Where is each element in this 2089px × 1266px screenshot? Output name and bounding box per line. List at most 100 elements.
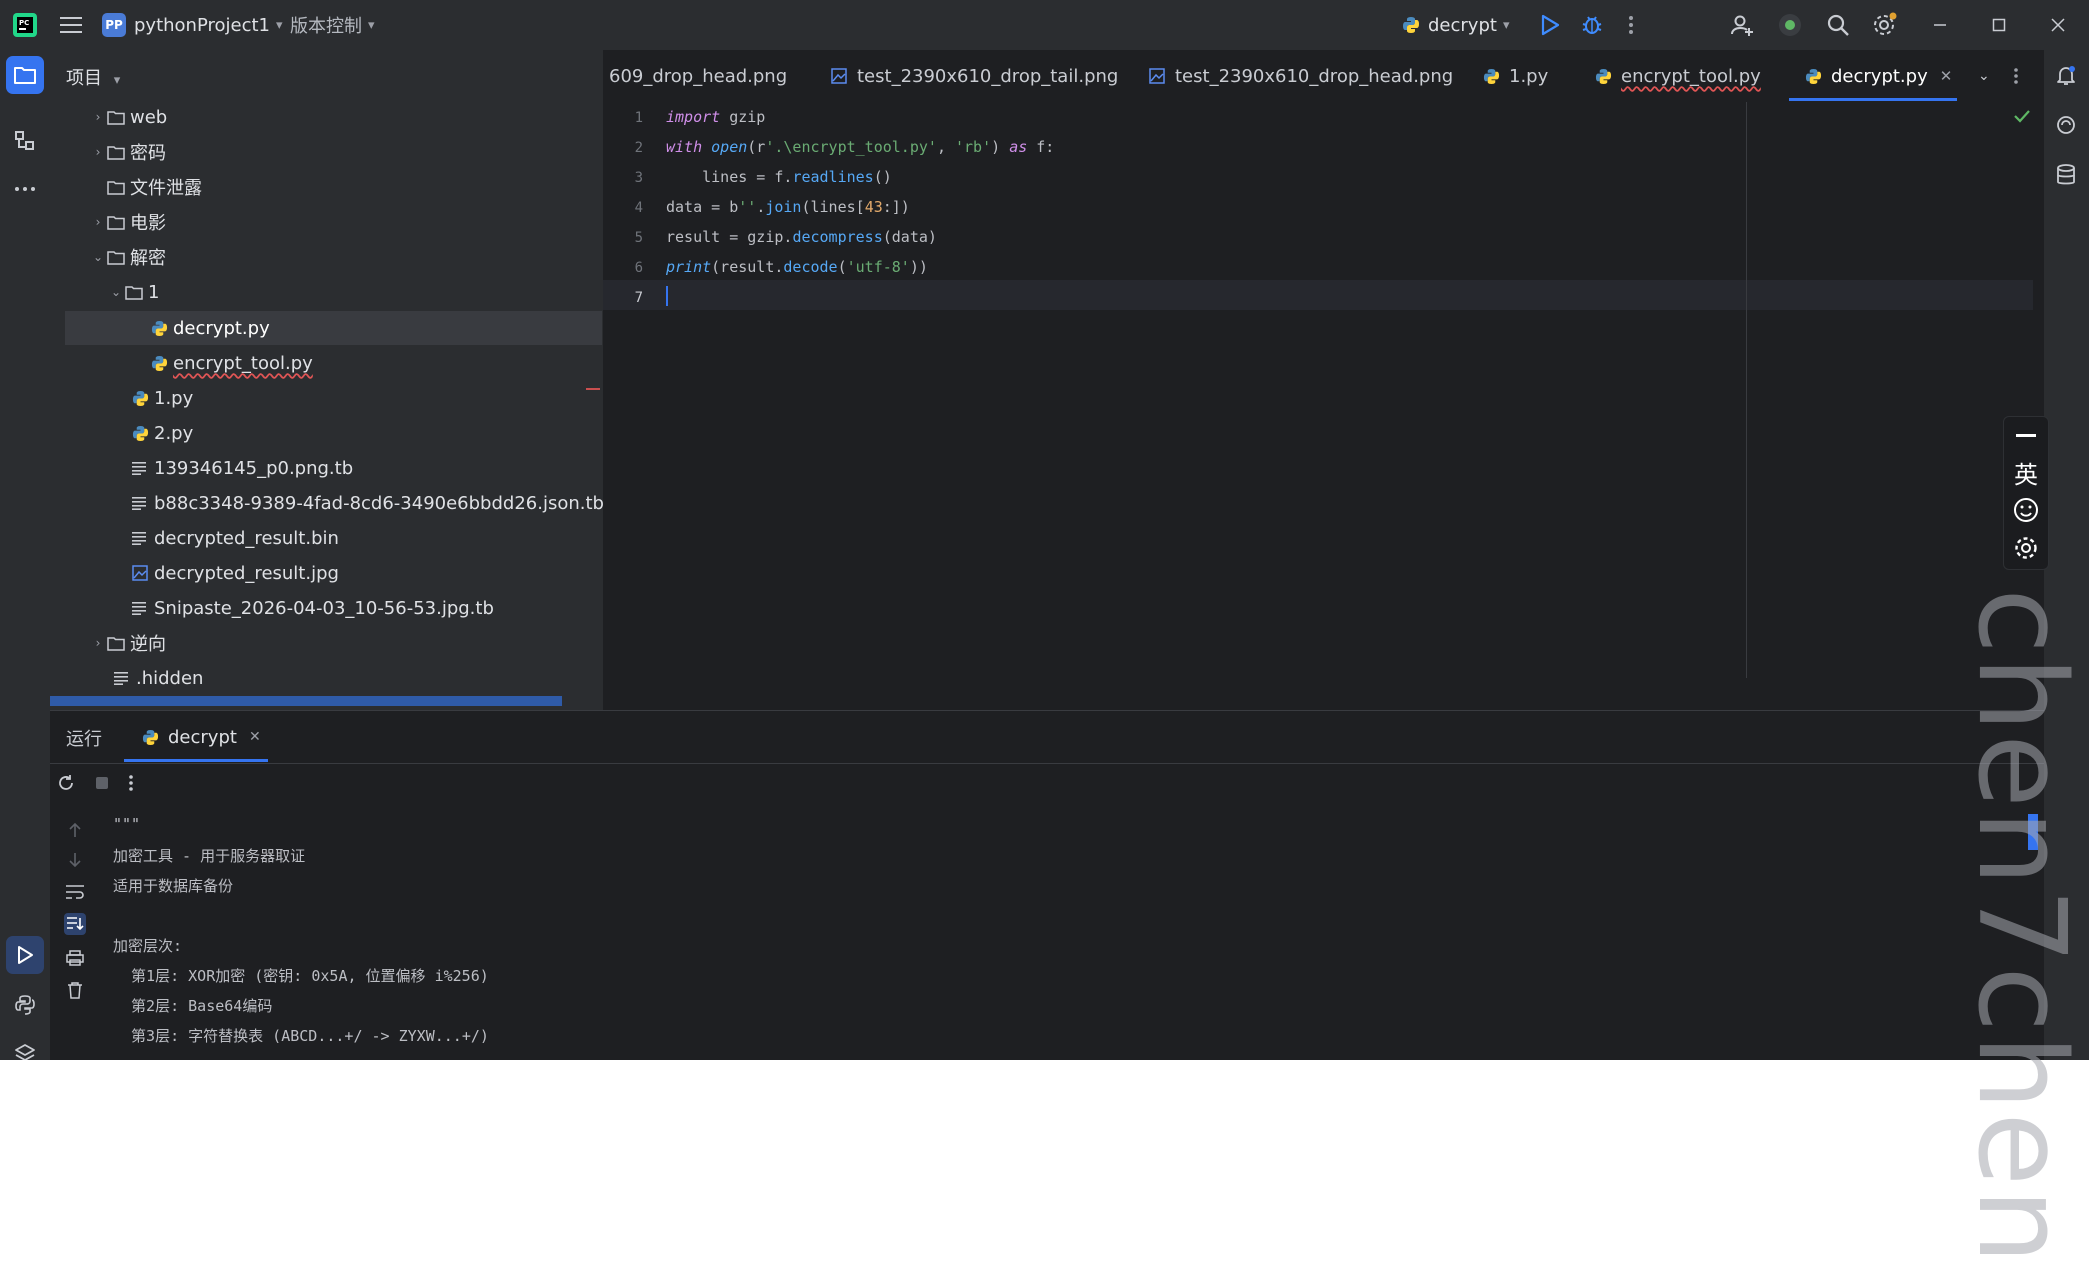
tree-item-encrypt-tool-py[interactable]: encrypt_tool.py [50, 346, 689, 380]
tree-item-label: .hidden [136, 667, 204, 689]
tab-1-py[interactable]: 1.py [1481, 50, 1548, 102]
chevron-down-icon[interactable]: ⌄ [110, 285, 122, 299]
tree-item-result-bin[interactable]: decrypted_result.bin [50, 521, 670, 555]
project-horizontal-scrollbar[interactable] [50, 696, 562, 706]
tab-label: 609_drop_head.png [609, 65, 788, 87]
main-menu-icon[interactable] [60, 0, 82, 50]
ime-language-toggle[interactable]: 英 [2014, 460, 2038, 489]
maximize-button[interactable] [1991, 0, 2007, 50]
more-actions-icon[interactable] [1628, 0, 1634, 50]
tab-label: test_2390x610_drop_head.png [1175, 65, 1454, 87]
folder-icon [106, 212, 126, 232]
chevron-down-icon: ▾ [1502, 17, 1510, 33]
settings-gear-icon[interactable] [1871, 0, 1897, 50]
vcs-menu[interactable]: 版本控制 ▾ [290, 0, 375, 50]
chevron-right-icon[interactable]: › [95, 215, 101, 229]
tree-item-label: 139346145_p0.png.tb [154, 457, 354, 479]
ime-toolbar: 英 [2003, 416, 2049, 570]
tree-item-mima[interactable]: › 密码 [50, 135, 630, 169]
run-button[interactable] [1540, 0, 1560, 50]
tab-list-dropdown[interactable]: ⌄ [1978, 50, 1990, 102]
database-icon [2057, 164, 2075, 185]
run-panel-title: 运行 [66, 729, 102, 750]
folder-icon [106, 177, 126, 197]
more-tools-button[interactable] [6, 170, 44, 208]
watermark-accent-bar [2028, 814, 2038, 850]
line-number: 1 [634, 110, 643, 126]
scroll-to-end-icon[interactable] [64, 913, 86, 935]
tab-decrypt-py[interactable]: decrypt.py ✕ [1803, 50, 1952, 102]
tab-drop-tail[interactable]: test_2390x610_drop_tail.png [829, 50, 1118, 102]
tree-item-decrypt-folder[interactable]: ⌄ 解密 [50, 240, 630, 274]
tab-encrypt-tool[interactable]: encrypt_tool.py [1593, 50, 1761, 102]
trash-icon[interactable] [64, 979, 86, 1001]
tree-item-1-py[interactable]: 1.py [50, 381, 670, 415]
chevron-right-icon[interactable]: › [95, 145, 101, 159]
notifications-button[interactable] [2047, 56, 2085, 94]
minimize-button[interactable] [1932, 0, 1948, 50]
more-vertical-icon[interactable] [128, 774, 134, 792]
layers-tool-button[interactable] [6, 1034, 44, 1060]
title-bar: PC PP pythonProject1 ▾ 版本控制 ▾ decrypt ▾ [0, 0, 2089, 50]
vcs-label: 版本控制 [290, 16, 362, 37]
chevron-down-icon[interactable]: ⌄ [92, 250, 104, 264]
no-problems-check-icon[interactable] [2013, 108, 2031, 124]
database-tool-button[interactable] [2047, 156, 2085, 194]
rerun-icon[interactable] [56, 773, 76, 793]
soft-wrap-icon[interactable] [64, 881, 86, 903]
tree-item-reverse[interactable]: › 逆向 [50, 626, 630, 660]
tree-item-web[interactable]: › web [50, 100, 630, 134]
debug-button[interactable] [1581, 0, 1603, 50]
emoji-icon[interactable] [2004, 493, 2048, 527]
chevron-right-icon[interactable]: › [95, 110, 101, 124]
tree-item-png-tb[interactable]: 139346145_p0.png.tb [50, 451, 670, 485]
tree-item-2-py[interactable]: 2.py [50, 416, 670, 450]
chevron-right-icon[interactable]: › [95, 636, 101, 650]
print-icon[interactable] [64, 947, 86, 969]
tree-item-decrypt-py[interactable]: decrypt.py [65, 311, 602, 345]
code-editor[interactable]: 1 2 3 4 5 6 7 import gzip with open(r'.\… [603, 102, 2044, 678]
run-tab-decrypt[interactable]: decrypt ✕ [140, 711, 261, 763]
close-tab-icon[interactable]: ✕ [248, 729, 261, 745]
tree-item-json-tb[interactable]: b88c3348-9389-4fad-8cd6-3490e6bbdd26.jso… [50, 486, 670, 520]
run-config-selector[interactable]: decrypt ▾ [1402, 0, 1509, 50]
code-line-3: lines = f.readlines() [666, 168, 892, 186]
tree-item-folder-1[interactable]: ⌄ 1 [50, 275, 648, 309]
project-tool-button[interactable] [6, 56, 44, 94]
close-tab-icon[interactable]: ✕ [1939, 67, 1953, 85]
tab-drop-head[interactable]: test_2390x610_drop_head.png [1147, 50, 1453, 102]
tree-item-label: Snipaste_2026-04-03_10-56-53.jpg.tb [154, 597, 494, 619]
structure-tool-button[interactable] [6, 122, 44, 160]
add-user-icon[interactable] [1730, 0, 1754, 50]
ime-settings-gear-icon[interactable] [2004, 531, 2048, 565]
code-line-2: with open(r'.\encrypt_tool.py', 'rb') as… [666, 138, 1055, 156]
ime-collapse-button[interactable] [2004, 419, 2048, 453]
output-line: """ [113, 815, 141, 833]
tab-drop-head-partial[interactable]: 609_drop_head.png [609, 50, 787, 102]
error-marker [586, 388, 600, 390]
python-file-icon [1803, 66, 1823, 86]
stop-icon[interactable] [94, 775, 110, 791]
tree-item-snipaste-tb[interactable]: Snipaste_2026-04-03_10-56-53.jpg.tb [50, 591, 670, 625]
image-file-icon [1147, 66, 1167, 86]
close-window-button[interactable] [2050, 0, 2066, 50]
pycharm-logo-icon[interactable]: PC [12, 0, 38, 50]
project-badge: PP [102, 13, 126, 37]
scroll-down-icon[interactable] [64, 849, 86, 871]
run-tool-button[interactable] [6, 936, 44, 974]
chevron-down-icon: ⌄ [1978, 68, 1990, 84]
search-icon[interactable] [1826, 0, 1850, 50]
project-panel-title[interactable]: 项目 ▾ [66, 64, 120, 90]
ai-assistant-button[interactable] [2047, 106, 2085, 144]
tree-item-file-leak[interactable]: 文件泄露 [50, 170, 646, 204]
python-packages-button[interactable] [6, 986, 44, 1024]
tree-item-label: b88c3348-9389-4fad-8cd6-3490e6bbdd26.jso… [154, 492, 604, 514]
scroll-up-icon[interactable] [64, 819, 86, 841]
project-switcher[interactable]: PP pythonProject1 ▾ [102, 0, 283, 50]
tree-item-hidden[interactable]: .hidden [50, 661, 652, 695]
tree-item-movie[interactable]: › 电影 [50, 205, 630, 239]
tab-more-actions[interactable] [2013, 50, 2019, 102]
chevron-down-icon: ▾ [276, 17, 283, 33]
python-console-status-icon[interactable] [1778, 0, 1802, 50]
tree-item-result-jpg[interactable]: decrypted_result.jpg [50, 556, 670, 590]
